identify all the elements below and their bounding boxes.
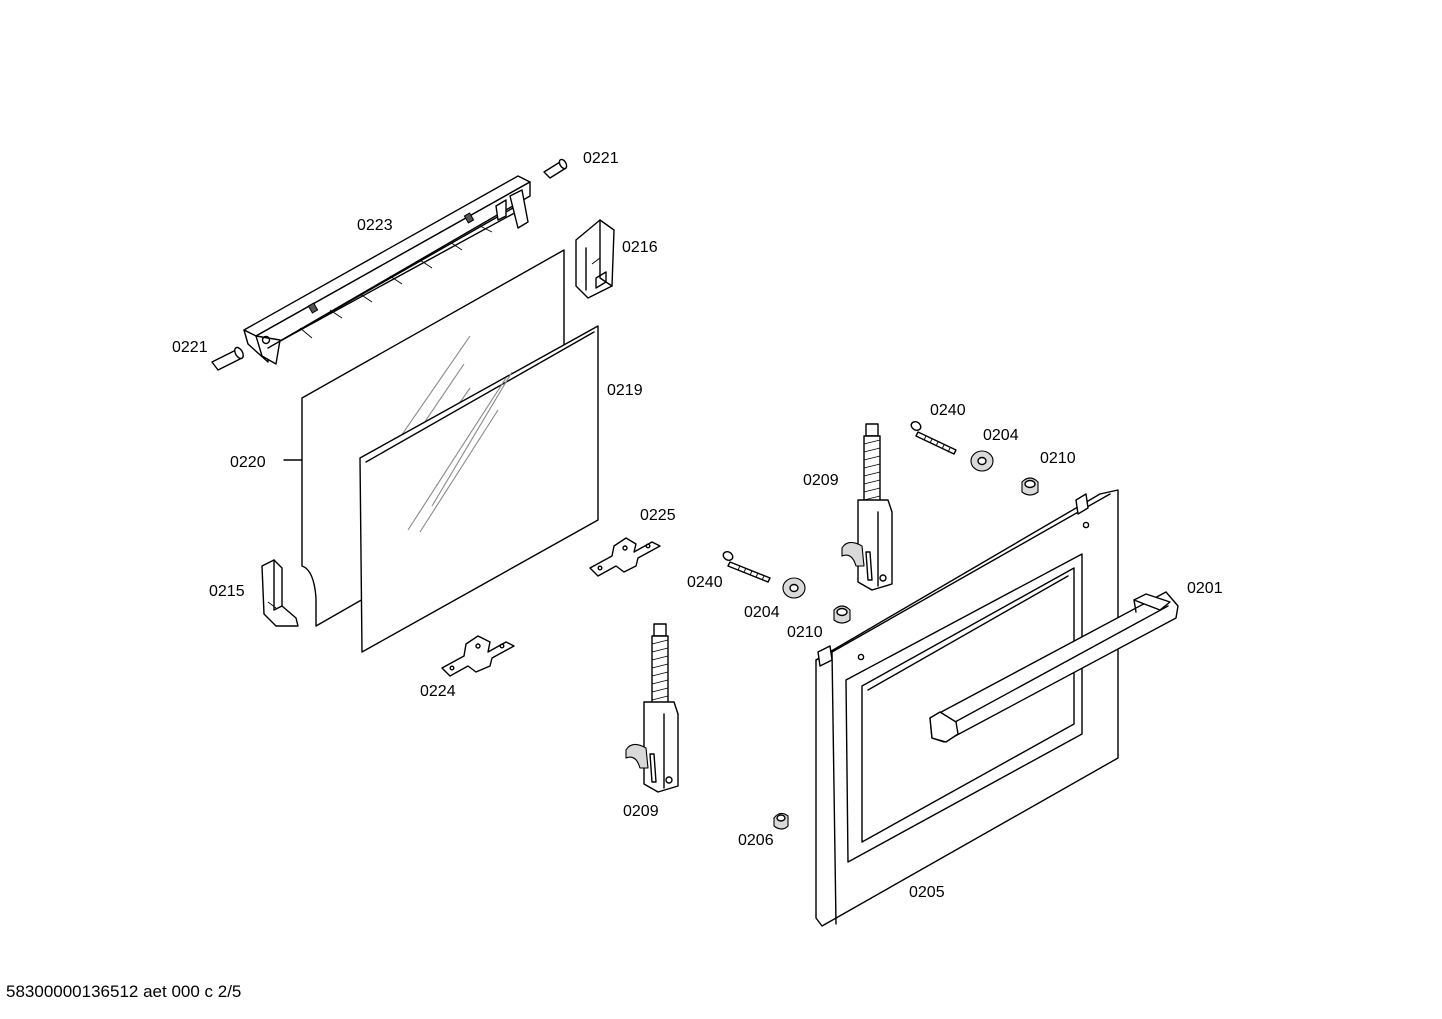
part-0219-inner-glass (359, 325, 599, 653)
label-0209-upper: 0209 (803, 472, 839, 489)
label-0216: 0216 (622, 239, 658, 256)
label-0224: 0224 (420, 683, 456, 700)
label-0223: 0223 (357, 217, 393, 234)
label-0240-lower: 0240 (687, 574, 723, 591)
label-0206: 0206 (738, 832, 774, 849)
part-0206-screw (773, 812, 789, 830)
part-0224-clip (441, 635, 515, 677)
part-0240-screw-lower (722, 551, 771, 583)
part-0221-pin-left (211, 346, 244, 371)
part-0221-pin-top (543, 158, 568, 179)
label-0221-top: 0221 (583, 150, 619, 167)
label-0209-lower: 0209 (623, 803, 659, 820)
label-0221-left: 0221 (172, 339, 208, 356)
part-0204-washer-upper (970, 450, 994, 472)
part-0201-handle (929, 591, 1179, 743)
label-0215: 0215 (209, 583, 245, 600)
part-0216-bracket (575, 219, 615, 299)
label-0210-upper: 0210 (1040, 450, 1076, 467)
part-0240-screw-upper (910, 421, 957, 455)
part-0209-hinge-lower (625, 623, 679, 793)
part-0225-clip (589, 537, 661, 577)
part-0209-hinge-upper (841, 423, 893, 591)
part-0204-washer-lower (782, 577, 806, 599)
label-0210-lower: 0210 (787, 624, 823, 641)
label-0205: 0205 (909, 884, 945, 901)
label-0204-lower: 0204 (744, 604, 780, 621)
part-0223-top-trim (243, 175, 531, 365)
label-0204-upper: 0204 (983, 427, 1019, 444)
part-0215-bracket (261, 559, 299, 627)
label-0220: 0220 (230, 454, 266, 471)
label-0225: 0225 (640, 507, 676, 524)
part-0210-nut-lower (833, 605, 851, 624)
part-0210-nut-upper (1021, 477, 1039, 496)
label-0201: 0201 (1187, 580, 1223, 597)
label-0219: 0219 (607, 382, 643, 399)
label-0240-upper: 0240 (930, 402, 966, 419)
drawing-reference-footer: 58300000136512 aet 000 c 2/5 (6, 982, 242, 1001)
